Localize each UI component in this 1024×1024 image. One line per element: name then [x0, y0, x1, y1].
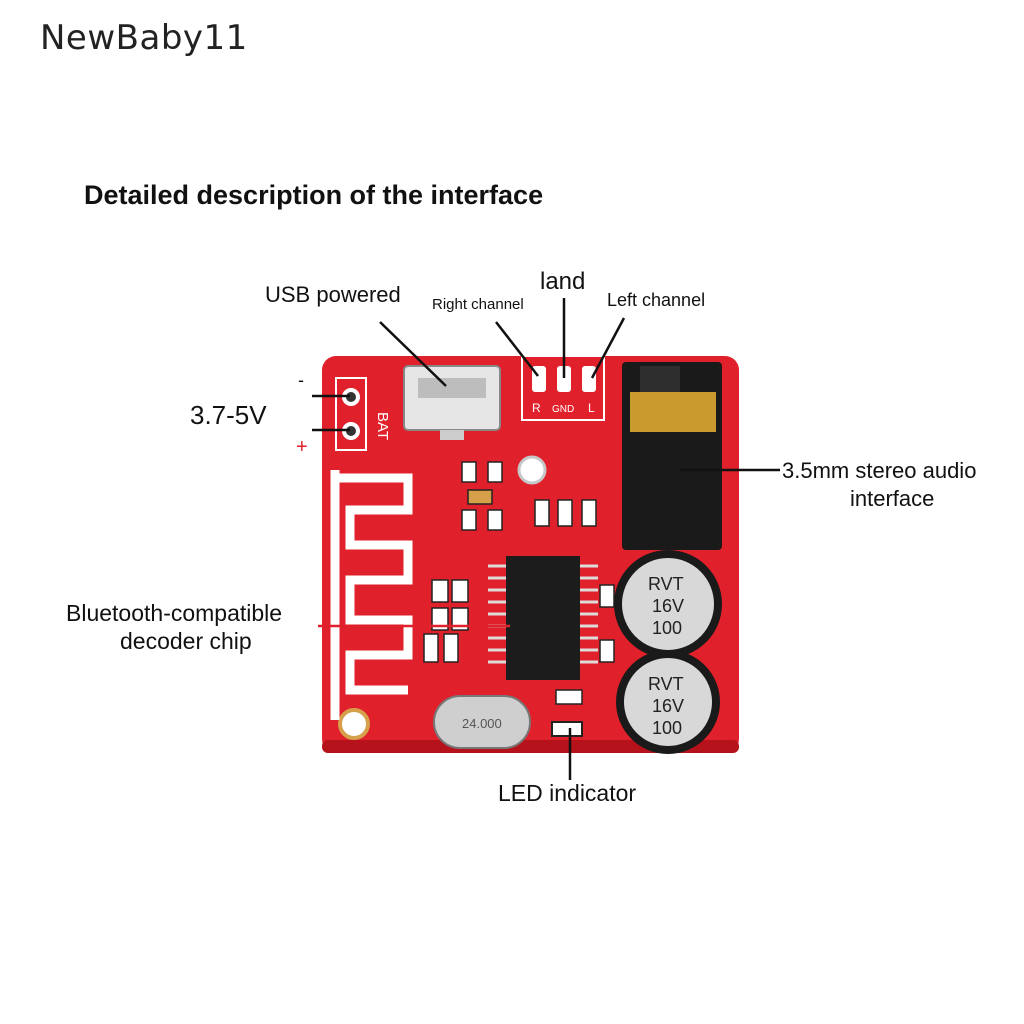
led — [551, 721, 583, 737]
svg-text:16V: 16V — [652, 596, 684, 616]
mounting-hole-top — [517, 455, 547, 485]
label-land: land — [540, 268, 586, 295]
pin-l-silkscreen: L — [588, 401, 595, 415]
svg-text:100: 100 — [652, 718, 682, 738]
leader-right — [495, 321, 539, 377]
crystal-marking: 24.000 — [462, 716, 502, 731]
jack-gold-contact — [630, 392, 716, 432]
chip-pins — [488, 564, 598, 664]
pcb-shadow — [322, 740, 739, 753]
svg-text:16V: 16V — [652, 696, 684, 716]
diagram-heading: Detailed description of the interface — [84, 180, 544, 210]
pin-left — [582, 366, 596, 392]
watermark: NewBaby11 — [40, 18, 248, 58]
pcb-antenna — [330, 470, 413, 720]
label-plus: + — [296, 436, 308, 458]
label-left-channel: Left channel — [607, 290, 706, 310]
mounting-hole-bottom — [338, 708, 370, 740]
label-chip-line1: Bluetooth-compatible — [66, 600, 283, 626]
leader-left — [590, 317, 626, 379]
label-audio-interface-line2: interface — [850, 486, 935, 511]
label-chip-line2: decoder chip — [120, 628, 252, 654]
label-voltage: 3.7-5V — [190, 400, 267, 430]
label-led-indicator: LED indicator — [498, 780, 637, 806]
pin-r-silkscreen: R — [532, 401, 541, 415]
smd-components — [423, 461, 615, 705]
label-audio-interface-line1: 3.5mm stereo audio — [782, 458, 977, 483]
label-right-channel: Right channel — [432, 296, 524, 313]
label-usb-powered: USB powered — [265, 282, 401, 307]
label-minus: - — [298, 370, 304, 390]
bat-silkscreen: BAT — [374, 412, 391, 440]
svg-text:RVT: RVT — [648, 674, 684, 694]
leader-lines — [312, 298, 780, 780]
capacitor-top: RVT 16V 100 — [614, 550, 722, 658]
decoder-chip — [506, 556, 580, 680]
svg-text:100: 100 — [652, 618, 682, 638]
svg-text:RVT: RVT — [648, 574, 684, 594]
crystal-oscillator — [433, 695, 531, 749]
pin-gnd — [557, 366, 571, 392]
leader-usb — [379, 321, 447, 387]
pin-gnd-silkscreen: GND — [552, 404, 574, 415]
capacitor-bottom: RVT 16V 100 — [616, 650, 720, 754]
